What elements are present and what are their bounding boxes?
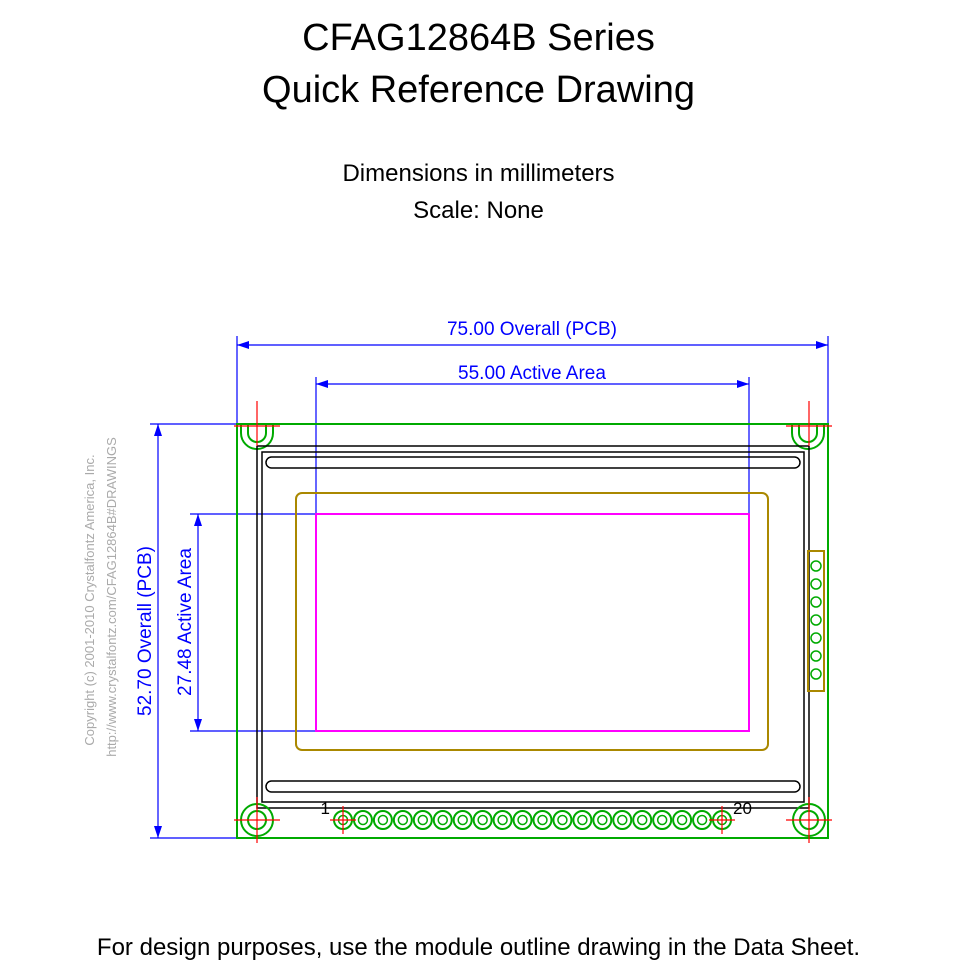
- pin-hole: [557, 814, 568, 826]
- pin-hole: [537, 814, 548, 826]
- pin-pad: [672, 810, 693, 830]
- viewing-area: [295, 492, 769, 751]
- center-marks: [234, 401, 832, 843]
- pin-hole: [357, 814, 369, 826]
- overall-height-label: 52.70 Overall (PCB): [135, 546, 156, 716]
- active-width-label: 55.00 Active Area: [458, 363, 606, 384]
- footer-note: For design purposes, use the module outl…: [96, 934, 861, 961]
- pin-pad: [612, 810, 633, 830]
- pin-hole: [417, 814, 429, 826]
- dimension-arrowheads: [154, 341, 828, 838]
- pin-hole: [517, 814, 528, 826]
- pin-hole: [437, 814, 448, 826]
- subtitle-units: Dimensions in millimeters: [342, 160, 615, 187]
- pin-pad: [452, 810, 473, 830]
- pin-hole: [696, 814, 708, 826]
- pin-pad: [592, 810, 613, 830]
- active-height-label: 27.48 Active Area: [175, 548, 196, 696]
- pin-hole: [497, 814, 508, 826]
- pin-pad: [392, 810, 413, 830]
- pin-pad: [472, 810, 493, 830]
- pin-hole: [477, 814, 488, 826]
- pin-hole: [577, 814, 588, 826]
- pin-pad: [412, 810, 433, 830]
- pin-pad: [652, 810, 673, 830]
- overall-width-label: 75.00 Overall (PCB): [447, 319, 617, 340]
- subtitle-scale: Scale: None: [413, 197, 544, 224]
- pin-pad: [372, 810, 393, 830]
- pin-pad: [352, 810, 373, 830]
- top-right-mount-slot: [791, 425, 825, 450]
- copyright-line-1: Copyright (c) 2001-2010 Crystalfontz Ame…: [82, 454, 97, 745]
- pin-header: [333, 810, 732, 830]
- pin-hole: [597, 814, 608, 826]
- pin-hole: [656, 814, 668, 826]
- pin-hole: [676, 814, 688, 826]
- pin-hole: [397, 814, 409, 826]
- pin-pad: [552, 810, 573, 830]
- title-line-1: CFAG12864B Series: [302, 17, 655, 59]
- pin-pad: [492, 810, 513, 830]
- pin-hole: [636, 814, 648, 826]
- pin-1-label: 1: [321, 799, 330, 818]
- pin-pad: [532, 810, 553, 830]
- pin-hole: [617, 814, 628, 826]
- pin-hole: [457, 814, 468, 826]
- backlight-connector: [807, 550, 825, 692]
- pin-pad: [632, 810, 653, 830]
- pin-pad: [692, 810, 713, 830]
- dimension-lines: [150, 336, 829, 839]
- title-line-2: Quick Reference Drawing: [262, 69, 695, 111]
- lcd-frame: [256, 445, 810, 809]
- active-area: [315, 513, 750, 732]
- copyright-line-2: http://www.crystalfontz.com/CFAG12864B#D…: [104, 437, 119, 757]
- pin-hole: [377, 814, 389, 826]
- pin-pad: [512, 810, 533, 830]
- pcb-outline: [236, 423, 829, 839]
- pin-pad: [432, 810, 453, 830]
- pin-20-label: 20: [733, 799, 752, 818]
- pin-pad: [572, 810, 593, 830]
